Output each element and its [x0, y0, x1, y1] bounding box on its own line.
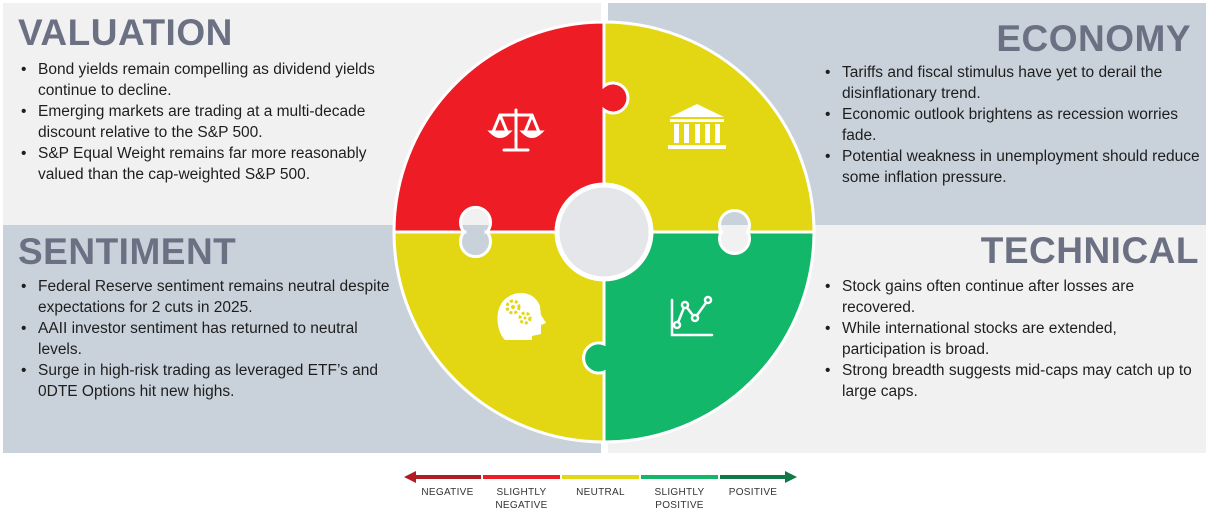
economy-title: ECONOMY — [996, 18, 1191, 59]
line-chart-icon — [670, 295, 714, 337]
bullet-item: Emerging markets are trading at a multi-… — [18, 101, 408, 143]
economy-bullets: Tariffs and fiscal stimulus have yet to … — [822, 62, 1200, 188]
technical-bullets: Stock gains often continue after losses … — [822, 276, 1200, 402]
scales-icon — [487, 108, 545, 152]
bullet-item: Potential weakness in unemployment shoul… — [822, 146, 1200, 188]
valuation-title: VALUATION — [18, 12, 233, 53]
legend-arrow-left — [404, 471, 416, 483]
bullet-item: While international stocks are extended,… — [822, 318, 1200, 360]
valuation-bullets: Bond yields remain compelling as dividen… — [18, 59, 408, 185]
bank-icon — [668, 104, 726, 149]
legend-label-slightly-positive: SLIGHTLY POSITIVE — [654, 487, 705, 511]
legend-arrow-right — [785, 471, 797, 483]
center-hole — [556, 184, 652, 280]
legend-swatch-slightly-positive — [641, 475, 718, 479]
bullet-item: S&P Equal Weight remains far more reason… — [18, 143, 408, 185]
bullet-item: Stock gains often continue after losses … — [822, 276, 1200, 318]
legend-swatch-positive — [720, 475, 786, 479]
bullet-item: Tariffs and fiscal stimulus have yet to … — [822, 62, 1200, 104]
legend-swatch-neutral — [562, 475, 639, 479]
bullet-item: Strong breadth suggests mid-caps may cat… — [822, 360, 1200, 402]
bullet-item: Surge in high-risk trading as leveraged … — [18, 360, 403, 402]
bullet-item: Federal Reserve sentiment remains neutra… — [18, 276, 403, 318]
legend-label-positive: POSITIVE — [728, 487, 778, 498]
legend-label-negative: NEGATIVE — [421, 487, 474, 498]
bullet-item: Economic outlook brightens as recession … — [822, 104, 1200, 146]
sentiment-bullets: Federal Reserve sentiment remains neutra… — [18, 276, 403, 402]
legend-bar — [404, 471, 797, 483]
head-gears-icon — [497, 292, 546, 340]
legend-label-slightly-negative: SLIGHTLY NEGATIVE — [495, 487, 548, 511]
bullet-item: Bond yields remain compelling as dividen… — [18, 59, 408, 101]
legend-swatch-slightly-negative — [483, 475, 560, 479]
bullet-item: AAII investor sentiment has returned to … — [18, 318, 403, 360]
technical-puzzle-piece — [582, 230, 816, 444]
legend-swatch-negative — [414, 475, 481, 479]
legend-label-neutral: NEUTRAL — [576, 487, 625, 498]
sentiment-title: SENTIMENT — [18, 231, 237, 272]
technical-title: TECHNICAL — [980, 230, 1199, 271]
